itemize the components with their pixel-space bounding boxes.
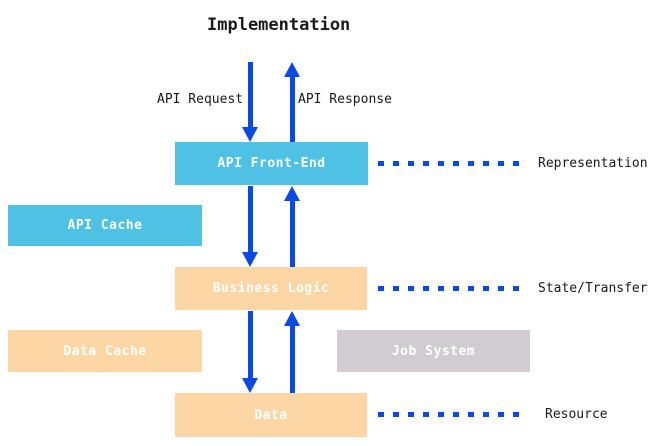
api-response-label: API Response [298,92,392,107]
arrow-shaft [289,201,295,267]
arrow-head [284,62,300,77]
arrow-shaft [289,326,295,393]
arrow-shaft [247,311,253,378]
box-api-cache: API Cache [8,205,202,246]
arrow-shaft [247,62,253,127]
arrow-up-logic-to-frontend-icon [284,186,300,267]
arrow-shaft [247,186,253,252]
arrow-head [242,252,258,267]
arrow-shaft [289,77,295,142]
arrow-down-frontend-to-logic-icon [242,186,258,267]
arrow-head [242,378,258,393]
arrow-head [284,186,300,201]
state-transfer-label: State/Transfer [538,281,648,296]
arrow-down-logic-to-data-icon [242,311,258,393]
dashed-connector-state-transfer [378,286,526,291]
diagram-title: Implementation [207,15,351,35]
dashed-connector-resource [378,412,526,417]
dashed-connector-representation [378,161,526,166]
arrow-head [242,127,258,142]
api-request-label: API Request [157,92,244,107]
representation-label: Representation [538,156,648,171]
box-api-front-end: API Front-End [175,142,368,185]
box-data-cache: Data Cache [8,330,202,372]
box-job-system: Job System [337,330,530,372]
arrow-down-request-icon [242,62,258,142]
resource-label: Resource [545,407,608,422]
box-data: Data [175,393,367,437]
arrow-up-response-icon [284,62,300,142]
box-business-logic: Business Logic [175,267,367,310]
arrow-head [284,311,300,326]
arrow-up-data-to-logic-icon [284,311,300,393]
